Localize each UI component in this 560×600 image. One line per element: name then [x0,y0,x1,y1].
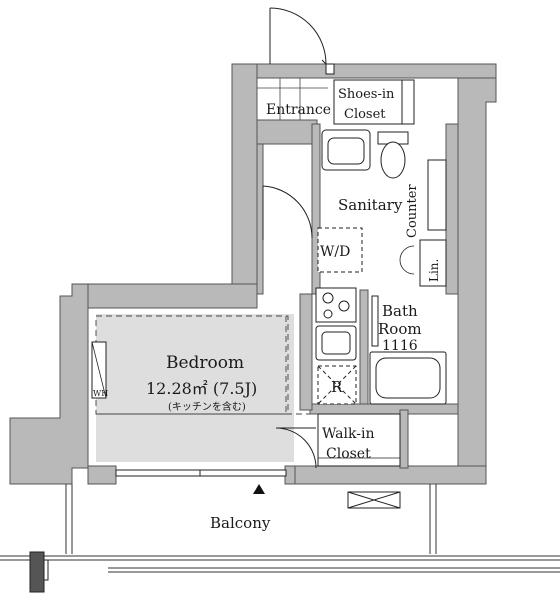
balcony-hatch [347,491,401,509]
wall-pier-left [87,465,117,485]
wall-walkin-right [399,409,409,469]
counter-box [427,159,447,231]
wall-corridor-left [256,143,264,295]
balcony-label: Balcony [210,514,271,532]
bath [369,295,447,405]
kitchen [315,287,357,405]
shoes-closet-label-2: Closet [344,107,386,122]
bedroom-floor [96,314,294,462]
wall-top [231,63,497,79]
walkin-door [275,427,317,469]
wall-entrance-bottom [256,119,318,145]
bedroom-area: 12.28㎡ (7.5J) [146,379,257,398]
entry-arrow [253,484,265,494]
walkin-label-2: Closet [326,446,371,462]
sanitary-door [262,185,313,240]
entrance-label: Entrance [266,102,331,118]
wall-bedroom-top [71,283,258,309]
balcony-outline [0,484,560,573]
wh-label: WH [93,389,108,398]
walls [9,63,497,485]
wall-right [457,77,497,485]
bath-label-3: 1116 [382,338,418,354]
sanitary-label: Sanitary [338,196,403,214]
bedroom-note: (キッチンを含む) [168,400,246,413]
entrance-hatch [257,78,328,120]
bath-door-frame [371,295,379,347]
walkin-closet-box [317,413,401,467]
wall-bath-bottom [309,403,459,415]
sanitary-fixtures [321,129,447,231]
water-heater-diag [91,341,107,399]
refrigerator-label: R [331,378,343,396]
bath-label-2: Room [378,320,422,338]
walkin-label-1: Walk-in [322,426,374,442]
linen-label: Lin. [427,259,441,282]
balcony-window [115,469,287,477]
toilet-bowl [380,141,406,179]
balcony-pipe [29,551,49,593]
wall-corridor-right [299,293,313,411]
wall-upper-left [231,63,258,297]
wd-box [317,227,363,273]
wall-bottom-right [289,465,487,485]
shoes-closet-box [333,79,415,125]
wall-sanitary-right [445,123,459,295]
linen-closet [419,239,447,287]
wall-bedroom-left [9,283,89,485]
bath-label-1: Bath [382,302,418,320]
wd-label: W/D [320,244,350,260]
shoes-closet-mark [325,63,335,75]
stove [315,287,357,323]
linen-door [399,245,415,275]
counter-label: Counter [405,184,420,238]
wall-kitchen-bath [359,289,369,409]
bedroom-label: Bedroom [166,353,244,373]
shoes-closet-label-1: Shoes-in [338,87,395,102]
entry-door [269,7,333,71]
